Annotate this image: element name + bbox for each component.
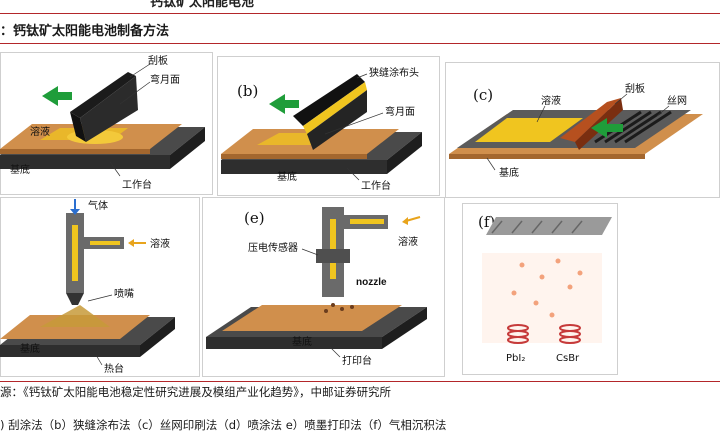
label-sensor: 压电传感器 — [248, 241, 298, 254]
blade-face — [70, 72, 136, 118]
footer-rule — [0, 381, 720, 382]
solution-arrow-icon — [128, 239, 146, 247]
label-solution: 溶液 — [150, 237, 170, 250]
slot-head-body — [307, 90, 367, 150]
stage-front — [0, 155, 170, 169]
panel-c-screen-printing: (c) 溶液 刮板 丝网 基底 — [445, 62, 720, 198]
label-c: (c) — [473, 86, 493, 104]
left-arrow-icon — [269, 94, 299, 114]
substrate-edge — [449, 154, 645, 159]
substrate-edge — [0, 149, 150, 154]
left-arrow-icon — [42, 86, 72, 106]
label-meniscus: 弯月面 — [385, 105, 415, 118]
solution-area — [475, 118, 583, 142]
stage-side — [382, 307, 427, 349]
gas-arrow-icon — [70, 199, 80, 215]
hotplate-front — [0, 345, 140, 357]
label-slot-head: 狭缝涂布头 — [369, 66, 419, 79]
label-substrate: 基底 — [499, 166, 519, 179]
deposition-plate — [486, 217, 612, 235]
hotplate-side — [140, 317, 175, 357]
substrate-edge — [221, 154, 367, 159]
side-inlet-liquid — [90, 241, 120, 245]
left-arrow-icon — [591, 118, 623, 138]
panel-e-inkjet: (e) 溶液 压电传感器 nozzle 基底 打印台 — [202, 197, 445, 377]
stage-front — [206, 337, 382, 349]
spray-tip — [66, 293, 84, 305]
label-solution: 溶液 — [398, 235, 418, 248]
panel-a-blade-coating: 刮板 弯月面 溶液 基底 工作台 — [0, 52, 213, 195]
stage-front — [221, 160, 387, 174]
blade-edge — [70, 112, 86, 142]
label-gas: 气体 — [88, 199, 108, 212]
label-b: (b) — [237, 82, 258, 100]
label-mesh: 丝网 — [667, 95, 687, 107]
spray-cone — [40, 305, 110, 327]
panel-f-vapor: (f) PbI₂ CsBr — [462, 203, 618, 375]
stage-side — [387, 132, 422, 174]
label-hotplate: 热台 — [104, 362, 124, 375]
stage-side — [170, 127, 205, 169]
label-substrate: 基底 — [20, 342, 40, 355]
source-coil-pbi2 — [507, 324, 529, 344]
plate-ridges — [491, 220, 583, 234]
piezo-sensor — [316, 249, 350, 263]
source-note: 源：《钙钛矿太阳能电池稳定性研究进展及模组产业化趋势》，中邮证券研究所 — [0, 385, 391, 399]
label-nozzle: 喷嘴 — [114, 288, 134, 300]
label-printer-stage: 打印台 — [342, 354, 372, 367]
label-source-csbr: CsBr — [556, 353, 580, 364]
label-stage: 工作台 — [122, 178, 152, 191]
label-blade: 刮板 — [625, 82, 645, 95]
label-meniscus: 弯月面 — [150, 73, 180, 86]
report-top-title: 钙钛矿太阳能电池 — [150, 0, 255, 10]
panel-d-spray: 气体 溶液 喷嘴 基底 热台 — [0, 197, 200, 377]
label-nozzle-en: nozzle — [356, 277, 387, 288]
source-coil-csbr — [559, 324, 581, 344]
header-rule — [0, 13, 720, 14]
substrate-top — [222, 305, 402, 331]
vapor-region — [482, 253, 602, 343]
blade-body — [80, 76, 138, 142]
label-e: (e) — [244, 209, 265, 227]
figure-caption: ) 刮涂法（b）狭缝涂布法（c）丝网印刷法（d）喷涂法 e）喷墨打印法（f）气相… — [0, 418, 447, 432]
panel-b-slot-die: (b) 狭缝涂布头 弯月面 基底 工作台 — [217, 56, 440, 196]
slot-head-stripe — [303, 82, 367, 134]
ink-droplets — [324, 303, 354, 313]
label-substrate: 基底 — [292, 335, 312, 348]
label-stage: 工作台 — [361, 179, 391, 192]
label-blade: 刮板 — [148, 54, 168, 67]
spray-liquid — [72, 225, 78, 281]
label-substrate: 基底 — [10, 163, 30, 176]
solution-arrow-icon — [402, 216, 421, 225]
slot-head-top — [293, 74, 365, 126]
figure-title: ：钙钛矿太阳能电池制备方法 — [0, 24, 170, 39]
label-solution: 溶液 — [541, 94, 561, 107]
label-solution: 溶液 — [30, 125, 50, 138]
vapor-particles — [511, 258, 583, 318]
ink-inlet-liquid — [350, 219, 384, 224]
squeegee-face — [560, 98, 621, 142]
label-source-pbi2: PbI₂ — [506, 353, 525, 364]
title-rule — [0, 43, 720, 44]
label-substrate: 基底 — [277, 170, 297, 183]
